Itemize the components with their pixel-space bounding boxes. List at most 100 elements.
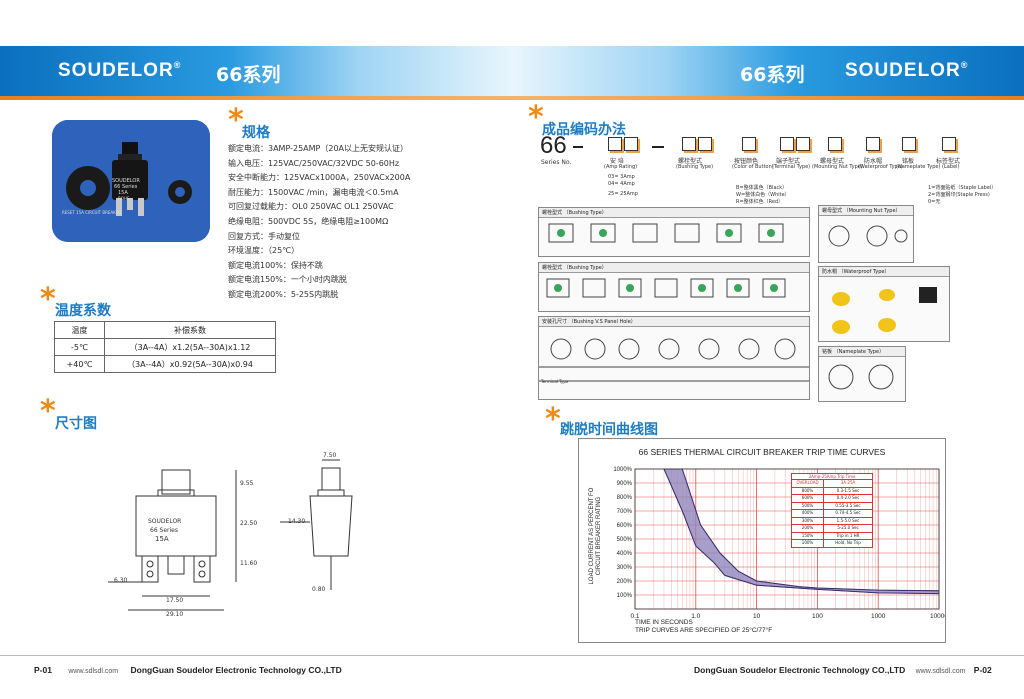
code-box xyxy=(796,137,810,151)
code-dash xyxy=(652,146,664,148)
y-tick-label: 200% xyxy=(617,579,633,585)
footer-company: DongGuan Soudelor Electronic Technology … xyxy=(130,665,342,675)
header-band-left xyxy=(0,46,512,96)
photo-label-series: 66 Series xyxy=(114,184,138,190)
header-band-right xyxy=(512,46,1024,96)
legend-cell: 0.4-2.0 Sec xyxy=(836,495,860,500)
legend-cell: 500% xyxy=(792,502,824,509)
code-label-en: (Bushing Type) xyxy=(676,164,714,170)
page-number: P-02 xyxy=(973,665,992,675)
code-box xyxy=(780,137,794,151)
panel-header: 铭板 （Nameplate Type） xyxy=(819,347,905,357)
code-label-en: (Label) xyxy=(942,164,960,170)
table-header: 温度 xyxy=(54,321,105,339)
code-label-cn: 端子型式 xyxy=(776,158,801,165)
dim-label: 14.30 xyxy=(288,518,306,525)
label-option: 0=无 xyxy=(928,199,941,205)
y-tick-label: 100% xyxy=(617,593,633,599)
legend-cell: 1.5-5.0 Sec xyxy=(836,517,860,523)
legend-cell: 0.3-1.5 Sec xyxy=(836,487,860,493)
dimension-drawing xyxy=(108,459,353,611)
label-option: 1=背面贴纸（Staple Label） xyxy=(928,185,997,191)
y-tick-label: 700% xyxy=(617,509,633,515)
footer-company: DongGuan Soudelor Electronic Technology … xyxy=(694,665,906,675)
spec-line: 回复方式：手动复位 xyxy=(228,231,300,241)
legend-cell: 0.55-3.5 Sec xyxy=(835,502,861,508)
star-icon: * xyxy=(528,100,544,135)
code-label-en: (Nameplate Type) xyxy=(896,164,941,170)
code-box xyxy=(624,137,638,151)
spec-line: 额定电流：3AMP-25AMP（20A以上无安规认证） xyxy=(228,144,409,153)
dim-label: 6.30 xyxy=(114,577,128,584)
footer-url[interactable]: www.sdlsdl.com xyxy=(915,668,966,675)
legend-row: 800%0.3-1.5 Sec xyxy=(792,487,872,495)
code-label-cn: 铭板 xyxy=(902,158,915,165)
table-header: 补偿系数 xyxy=(104,321,276,339)
ylabel-line: LOAD CURRENT AS PERCENT FO xyxy=(589,487,595,585)
product-photo: SOUDELOR 66 Series 15A ROHS RESET 15A CI… xyxy=(52,120,210,242)
y-tick-label: 400% xyxy=(617,551,633,557)
spec-line: 绝缘电阻：500VDC 5S，绝缘电阻≥100MΩ xyxy=(228,216,389,226)
brand-right: SOUDELOR® xyxy=(845,60,969,81)
panel-header: 防水帽 （Waterproof Type） xyxy=(819,267,949,277)
panel-hole-diagrams xyxy=(539,338,809,382)
y-tick-label: 300% xyxy=(617,565,633,571)
footer-url[interactable]: www.sdlsdl.com xyxy=(68,668,119,675)
curve-title: 跳脱时间曲线图 xyxy=(560,422,658,438)
trip-curve-line xyxy=(681,468,940,592)
bushing-diagrams-2 xyxy=(546,278,786,298)
chart-ylabel: LOAD CURRENT AS PERCENT FO CIRCUIT BREAK… xyxy=(581,469,605,619)
spec-line: 可回复过载能力：OL0 250VAC OL1 250VAC xyxy=(228,202,394,212)
table-cell: +40℃ xyxy=(54,355,105,373)
dim-label: 11.60 xyxy=(240,560,258,567)
dim-body-series: 66 Series xyxy=(150,527,178,534)
y-tick-label: 1000% xyxy=(613,467,632,473)
legend-row: 100%Hold, No Trip xyxy=(792,540,872,547)
code-box xyxy=(942,137,956,151)
legend-cell: 5-25.0 Sec xyxy=(837,525,859,530)
legend-row: 300%1.5-5.0 Sec xyxy=(792,517,872,525)
spec-list: 额定电流：3AMP-25AMP（20A以上无安规认证） 输入电压：125VAC/… xyxy=(228,142,410,303)
legend-cell: 3A-25A xyxy=(840,480,856,485)
code-label-cn: 螺母型式 xyxy=(820,158,845,165)
legend-row: 150% Trip in 1 HR xyxy=(792,532,872,540)
code-box xyxy=(902,137,916,151)
code-label-en: (Terminal Type) xyxy=(772,164,811,170)
code-label-cn: 标签型式 xyxy=(936,158,961,165)
amp-option: 04= 4Amp xyxy=(608,181,635,187)
chart-plot: 100%200%300%400%500%600%700%800%900%1000… xyxy=(613,467,945,620)
dim-body-amp: 15A xyxy=(155,535,169,543)
x-tick-label: 10000 xyxy=(930,613,945,620)
x-tick-label: 1.0 xyxy=(691,613,700,620)
code-dash xyxy=(573,146,583,148)
x-tick-label: 1000 xyxy=(871,613,886,620)
panel-header: 螺栓型式 （Bushing Type） xyxy=(539,263,809,273)
nut-panel: 螺母型式 （Mounting Nut Type） xyxy=(818,205,914,263)
footer-right: DongGuan Soudelor Electronic Technology … xyxy=(694,665,992,675)
photo-label-amp: 15A xyxy=(118,190,128,196)
bushing-panel: 螺栓型式 （Bushing Type） xyxy=(538,207,810,257)
code-box xyxy=(828,137,842,151)
code-label-en: (Amp Rating) xyxy=(604,164,638,170)
dim-label: 29.10 xyxy=(166,611,184,618)
header-accent-line xyxy=(0,96,1024,100)
xlabel-line: TIME IN SECONDS xyxy=(635,619,693,626)
legend-title: 3Amp-25Amp Trip Time xyxy=(792,474,872,480)
panel-header: 螺栓型式 （Bushing Type） xyxy=(539,208,809,218)
panel-hole-panel: 安装孔尺寸 （Bushing V.S Panel Hole） Terminal … xyxy=(538,316,810,400)
chart-xlabel: TIME IN SECONDS TRIP CURVES ARE SPECIFIE… xyxy=(635,619,772,635)
star-icon: * xyxy=(40,394,56,429)
legend-cell: Trip in 1 HR xyxy=(836,532,860,538)
brand-left: SOUDELOR® xyxy=(58,60,182,81)
legend-row: 400%0.74-4.5 Sec xyxy=(792,510,872,518)
y-tick-label: 800% xyxy=(617,495,633,501)
spec-line: 输入电压：125VAC/250VAC/32VDC 50-60Hz xyxy=(228,158,400,168)
code-label-cn: 安 培 xyxy=(610,158,624,165)
series-title-right: 66系列 xyxy=(740,64,805,86)
code-box xyxy=(698,137,712,151)
legend-cell: 150% xyxy=(792,532,824,539)
footer-left: P-01 www.sdlsdl.com DongGuan Soudelor El… xyxy=(34,665,342,675)
plot-frame xyxy=(634,468,940,610)
waterproof-panel: 防水帽 （Waterproof Type） xyxy=(818,266,950,342)
